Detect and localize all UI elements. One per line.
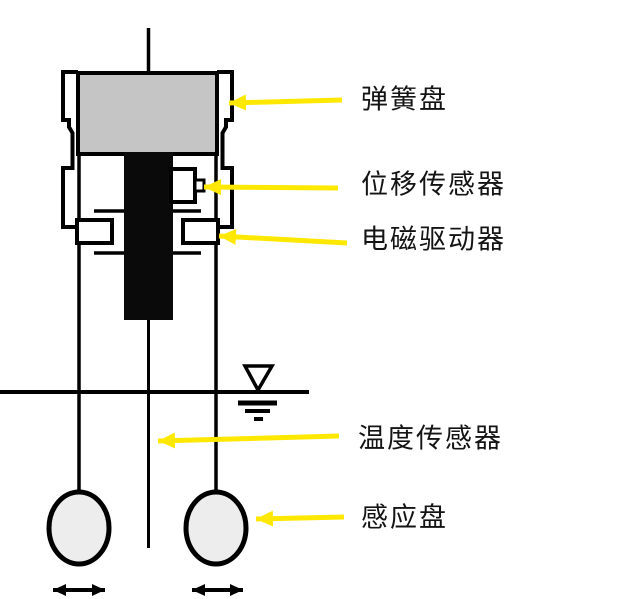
spring-plate (76, 71, 219, 156)
label-spring-plate: 弹簧盘 (361, 84, 448, 115)
housing-outline-right (217, 70, 234, 229)
electromagnetic-driver-left (75, 218, 114, 245)
vibrating-rod (124, 152, 173, 320)
label-displacement-sensor: 位移传感器 (361, 169, 506, 200)
displacement-sensor-tip (193, 178, 206, 193)
label-sensing-disc: 感应盘 (361, 502, 448, 533)
annotation-arrow-sensing-disc (255, 510, 345, 527)
sensing-disc-right (183, 489, 249, 567)
label-temperature-sensor: 温度传感器 (358, 423, 503, 454)
annotation-arrow-spring-plate (228, 94, 343, 111)
annotation-arrow-displacement-sensor (203, 179, 339, 196)
annotation-arrow-temperature-sensor (157, 432, 340, 449)
sensing-disc-left (46, 489, 112, 567)
label-electromagnetic-driver: 电磁驱动器 (361, 224, 506, 255)
liquid-level-icon (238, 364, 277, 421)
displacement-sensor (169, 167, 197, 204)
annotation-arrow-electromagnetic-driver (218, 228, 348, 246)
housing-outline-left (61, 70, 78, 229)
electromagnetic-driver-right (181, 218, 220, 245)
